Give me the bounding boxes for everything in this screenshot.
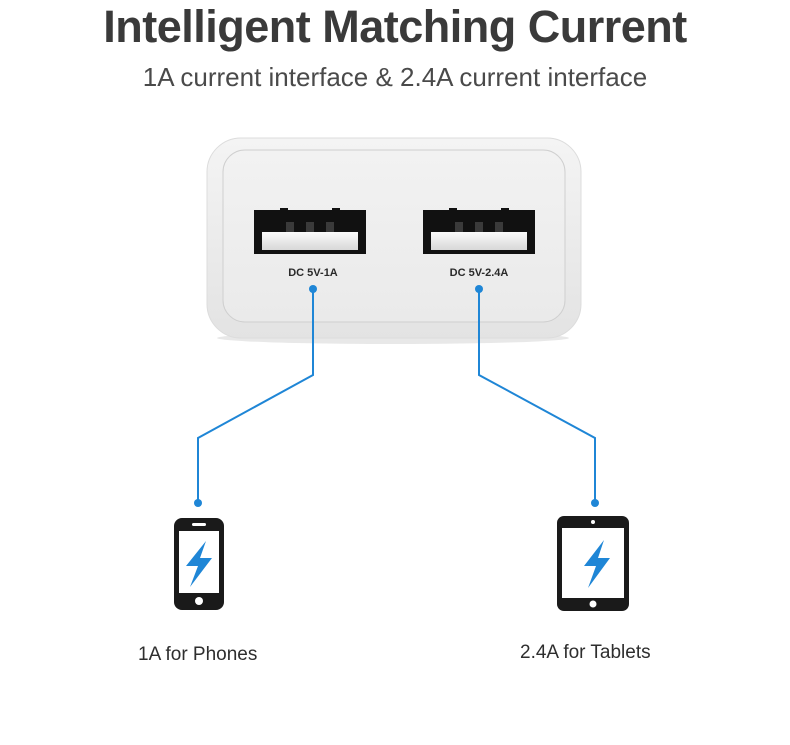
connector-dot-port-2-4a [475, 285, 483, 293]
tablet-home-button [589, 600, 597, 608]
phone-label: 1A for Phones [138, 644, 258, 665]
charger-face [222, 149, 566, 323]
smartphone-charging-icon [174, 518, 224, 610]
usb-port-1a: DC 5V-1A [254, 208, 366, 279]
port-label-1a: DC 5V-1A [288, 267, 338, 279]
usb-port-tab [280, 208, 288, 214]
lightning-bolt-icon [584, 540, 610, 588]
tablet-camera [591, 520, 595, 524]
connector-line-tablet [478, 289, 596, 503]
lightning-bolt-icon [186, 541, 212, 587]
usb-port-tongue [262, 232, 358, 250]
page-title: Intelligent Matching Current [103, 1, 687, 52]
phone-home-button [195, 597, 203, 605]
page-subtitle: 1A current interface & 2.4A current inte… [142, 62, 648, 92]
usb-port-tab [332, 208, 340, 214]
connector-dot-phone [194, 499, 202, 507]
connector-lines [194, 285, 599, 507]
connector-dot-tablet [591, 499, 599, 507]
usb-port-tongue [431, 232, 527, 250]
usb-port-tab [501, 208, 509, 214]
tablet-charging-icon [557, 516, 629, 611]
usb-port-pin [495, 222, 503, 232]
usb-port-pin [326, 222, 334, 232]
usb-port-tab [449, 208, 457, 214]
usb-port-pin [306, 222, 314, 232]
usb-port-pin [286, 222, 294, 232]
tablet-label: 2.4A for Tablets [520, 642, 651, 663]
usb-port-2-4a: DC 5V-2.4A [423, 208, 535, 279]
connector-line-phone [197, 289, 314, 503]
usb-port-pin [475, 222, 483, 232]
phone-speaker [192, 523, 206, 526]
connector-dot-port-1a [309, 285, 317, 293]
usb-port-pin [455, 222, 463, 232]
port-label-2-4a: DC 5V-2.4A [450, 267, 509, 279]
usb-charger: DC 5V-1A DC 5V-2.4A [206, 137, 582, 344]
